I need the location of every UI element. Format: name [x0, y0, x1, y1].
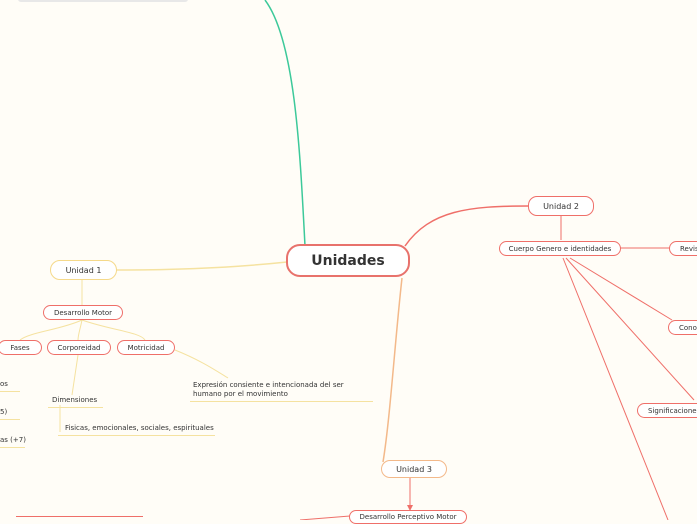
bottom-left-node-edge: [16, 516, 143, 517]
line-perceptivo-left: [299, 515, 351, 520]
text-dimensiones[interactable]: Dimensiones: [52, 396, 98, 404]
node-revis[interactable]: Revis: [669, 241, 697, 256]
node-significaciones[interactable]: Significaciones: [637, 403, 697, 418]
line-cuerpo-cono: [569, 257, 673, 321]
node-corporeidad[interactable]: Corporeidad: [47, 340, 111, 355]
node-unidad-3[interactable]: Unidad 3: [381, 460, 447, 478]
node-fases[interactable]: Fases: [0, 340, 42, 355]
node-motricidad[interactable]: Motricidad: [117, 340, 175, 355]
branch-unidad2: [404, 205, 529, 247]
node-unidad-2[interactable]: Unidad 2: [528, 196, 594, 216]
text-partial-3[interactable]: as (+7): [0, 436, 26, 444]
line-motricidad-expresion: [174, 349, 229, 379]
central-node[interactable]: Unidades: [286, 244, 410, 277]
line-cuerpo-bottom: [562, 257, 669, 520]
text-dimensiones-detalle[interactable]: Fisicas, emocionales, sociales, espiritu…: [65, 424, 214, 432]
branch-top: [264, 0, 306, 247]
line-cuerpo-signif: [565, 257, 695, 401]
underline-expresion: [190, 401, 373, 402]
node-unidad-1[interactable]: Unidad 1: [50, 260, 117, 280]
underline-partial-1: [0, 391, 20, 392]
branch-unidad1: [116, 261, 288, 271]
text-partial-1[interactable]: os: [0, 380, 8, 388]
top-scroll-indicator: [18, 0, 188, 2]
branch-unidad3: [382, 277, 403, 463]
underline-partial-2: [0, 419, 20, 420]
underline-dimensiones: [48, 407, 103, 408]
underline-dimensiones-detalle: [58, 435, 215, 436]
node-cuerpo-genero[interactable]: Cuerpo Genero e identidades: [499, 241, 621, 256]
node-desarrollo-motor[interactable]: Desarrollo Motor: [43, 305, 123, 320]
text-partial-2[interactable]: 5): [0, 408, 8, 416]
line-desarrollo-children: [19, 319, 146, 341]
text-expresion[interactable]: Expresión consiente e intencionada del s…: [193, 381, 344, 398]
line-corporeidad-dimensiones: [71, 354, 79, 396]
node-cono[interactable]: Cono: [668, 320, 697, 335]
underline-partial-3: [0, 447, 25, 448]
node-desarrollo-perceptivo[interactable]: Desarrollo Perceptivo Motor: [349, 510, 467, 524]
